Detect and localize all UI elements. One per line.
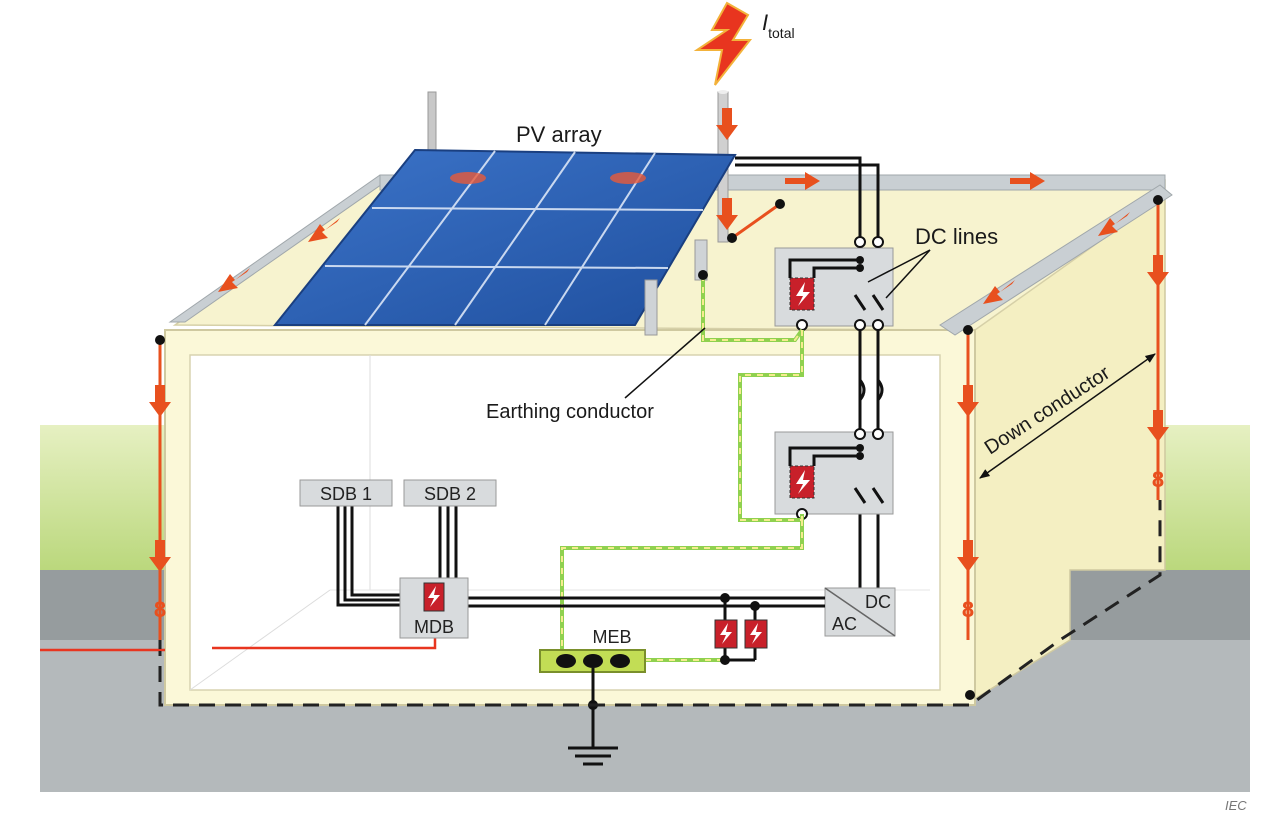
svg-text:8: 8 bbox=[154, 597, 166, 622]
current-flow-arrow-icon bbox=[149, 385, 171, 417]
surge-protective-device-icon bbox=[789, 277, 815, 311]
current-flow-arrow-icon bbox=[716, 108, 738, 140]
lightning-bolt-icon bbox=[693, 1, 753, 86]
mdb-box: MDB bbox=[399, 577, 469, 639]
earthing-conductor-label: Earthing conductor bbox=[486, 401, 654, 423]
flow-marker-icon bbox=[610, 172, 646, 184]
dc-spd-box-lower bbox=[774, 428, 894, 520]
earth-termination-ring bbox=[158, 500, 1162, 707]
test-joint-icon: 8 bbox=[154, 597, 166, 622]
test-joint-icon: 8 bbox=[962, 597, 974, 622]
current-flow-arrow-icon bbox=[957, 385, 979, 417]
current-label: Itotal bbox=[762, 10, 795, 41]
air-rod-connection bbox=[698, 199, 785, 280]
earth-ground-icon bbox=[568, 668, 618, 766]
iec-watermark: IEC bbox=[1225, 798, 1247, 813]
ac-wiring bbox=[336, 505, 825, 662]
pv-panel-surface bbox=[272, 148, 737, 326]
pv-array bbox=[272, 148, 737, 336]
flow-marker-icon bbox=[450, 172, 486, 184]
current-flow-arrow-icon bbox=[983, 280, 1015, 304]
svg-text:8: 8 bbox=[962, 597, 974, 622]
current-flow-arrow-icon bbox=[218, 268, 250, 292]
dc-spd-box-upper bbox=[774, 236, 894, 331]
meb-label: MEB bbox=[592, 627, 631, 647]
current-flow-arrow-icon bbox=[1147, 255, 1169, 287]
sdb2-label: SDB 2 bbox=[424, 484, 476, 504]
test-joint-icon: 8 bbox=[1152, 467, 1164, 492]
current-flow-arrows bbox=[149, 108, 1169, 572]
down-conductor-arrow bbox=[979, 353, 1156, 479]
current-flow-arrow-icon bbox=[149, 540, 171, 572]
inverter-dc-label: DC bbox=[865, 592, 891, 612]
surge-protective-device-icon bbox=[744, 619, 768, 649]
svg-text:8: 8 bbox=[1152, 467, 1164, 492]
earthing-conductor bbox=[560, 275, 804, 662]
inverter-ac-label: AC bbox=[832, 614, 857, 634]
dc-lines-label: DC lines bbox=[915, 224, 998, 249]
surge-protective-device-icon bbox=[714, 619, 738, 649]
current-flow-arrow-icon bbox=[1098, 212, 1130, 236]
sdb1-box: SDB 1 bbox=[299, 479, 393, 507]
current-flow-arrow-icon bbox=[1010, 172, 1045, 190]
current-flow-arrow-icon bbox=[785, 172, 820, 190]
surge-protective-device-icon bbox=[789, 465, 815, 499]
sdb2-box: SDB 2 bbox=[403, 479, 497, 507]
mdb-label: MDB bbox=[414, 617, 454, 637]
sdb1-label: SDB 1 bbox=[320, 484, 372, 504]
pv-array-label: PV array bbox=[516, 122, 602, 147]
inverter: DC AC bbox=[824, 587, 896, 637]
current-flow-arrow-icon bbox=[716, 198, 738, 230]
current-flow-arrow-icon bbox=[308, 218, 340, 242]
current-flow-arrow-icon bbox=[957, 540, 979, 572]
surge-protective-device-icon bbox=[423, 582, 445, 612]
